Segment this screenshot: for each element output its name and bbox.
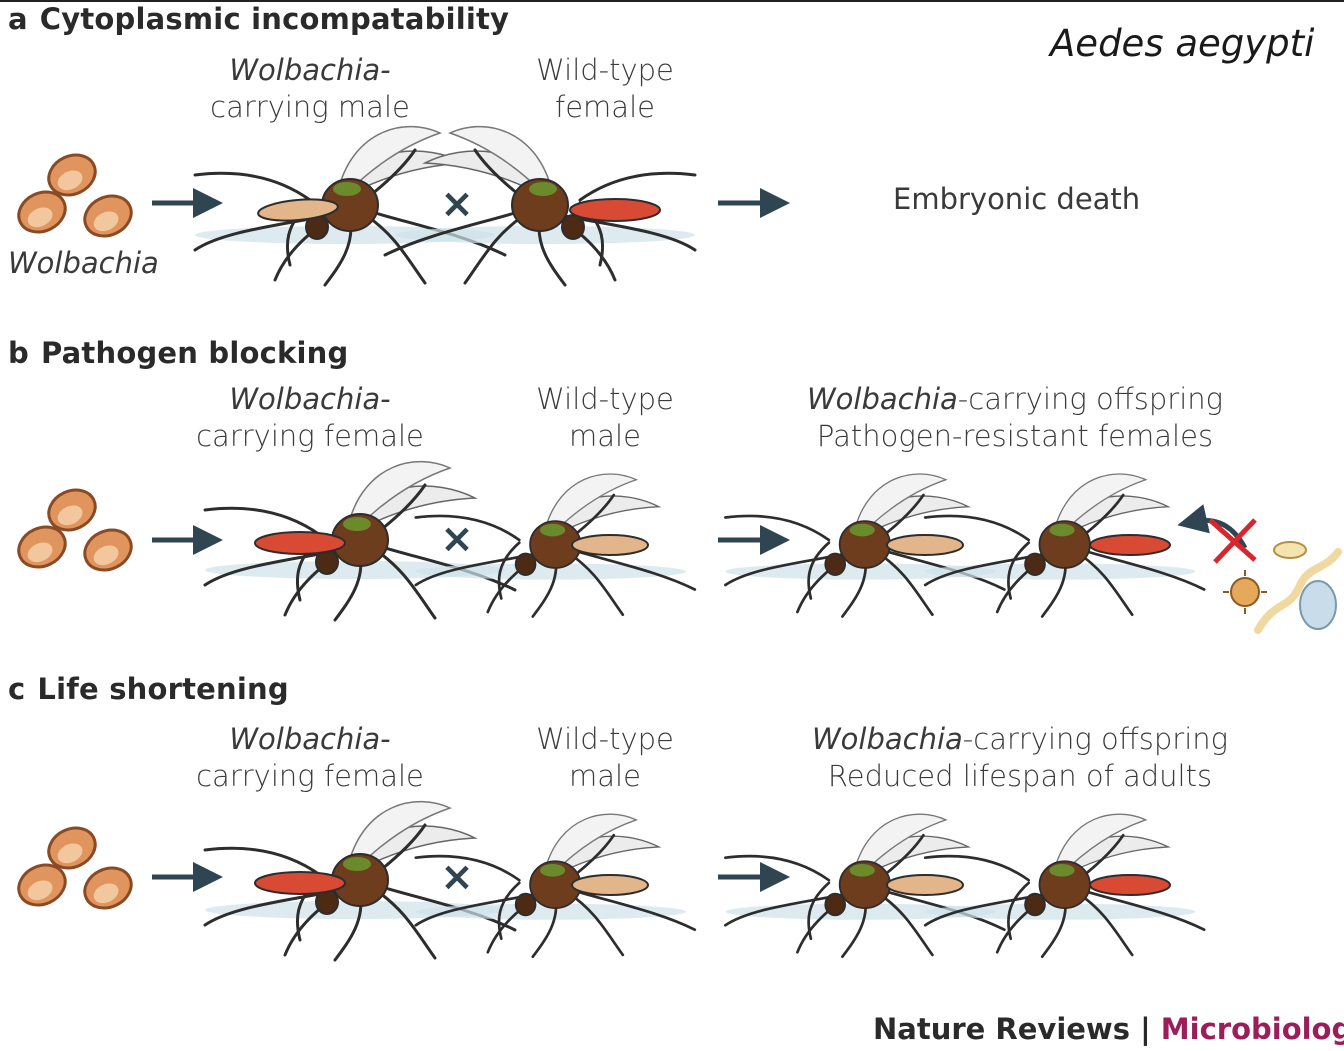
footer-separator: |	[1130, 1012, 1161, 1046]
panel-c-cross: ×	[440, 854, 474, 900]
panel-b-bacteria-cluster	[12, 483, 138, 578]
panel-b-cross: ×	[440, 516, 474, 562]
panel-b-offspring-1	[725, 474, 1004, 617]
panel-a-female-mosquito	[385, 127, 695, 285]
panel-a-bacteria-cluster	[12, 148, 138, 244]
panel-b-offspring-2	[925, 474, 1204, 617]
pathogens-cluster	[1223, 542, 1338, 630]
footer-journal: Nature Reviews	[873, 1012, 1130, 1046]
pathogen-block-arrow	[1192, 520, 1255, 562]
footer-section: Microbiology	[1161, 1012, 1344, 1046]
panel-c-offspring-2	[925, 814, 1204, 957]
panel-c-bacteria-cluster	[12, 821, 138, 916]
panel-c-offspring-1	[725, 814, 1004, 957]
panel-a-cross: ×	[440, 181, 474, 227]
journal-footer: Nature Reviews | Microbiology	[873, 1012, 1344, 1046]
